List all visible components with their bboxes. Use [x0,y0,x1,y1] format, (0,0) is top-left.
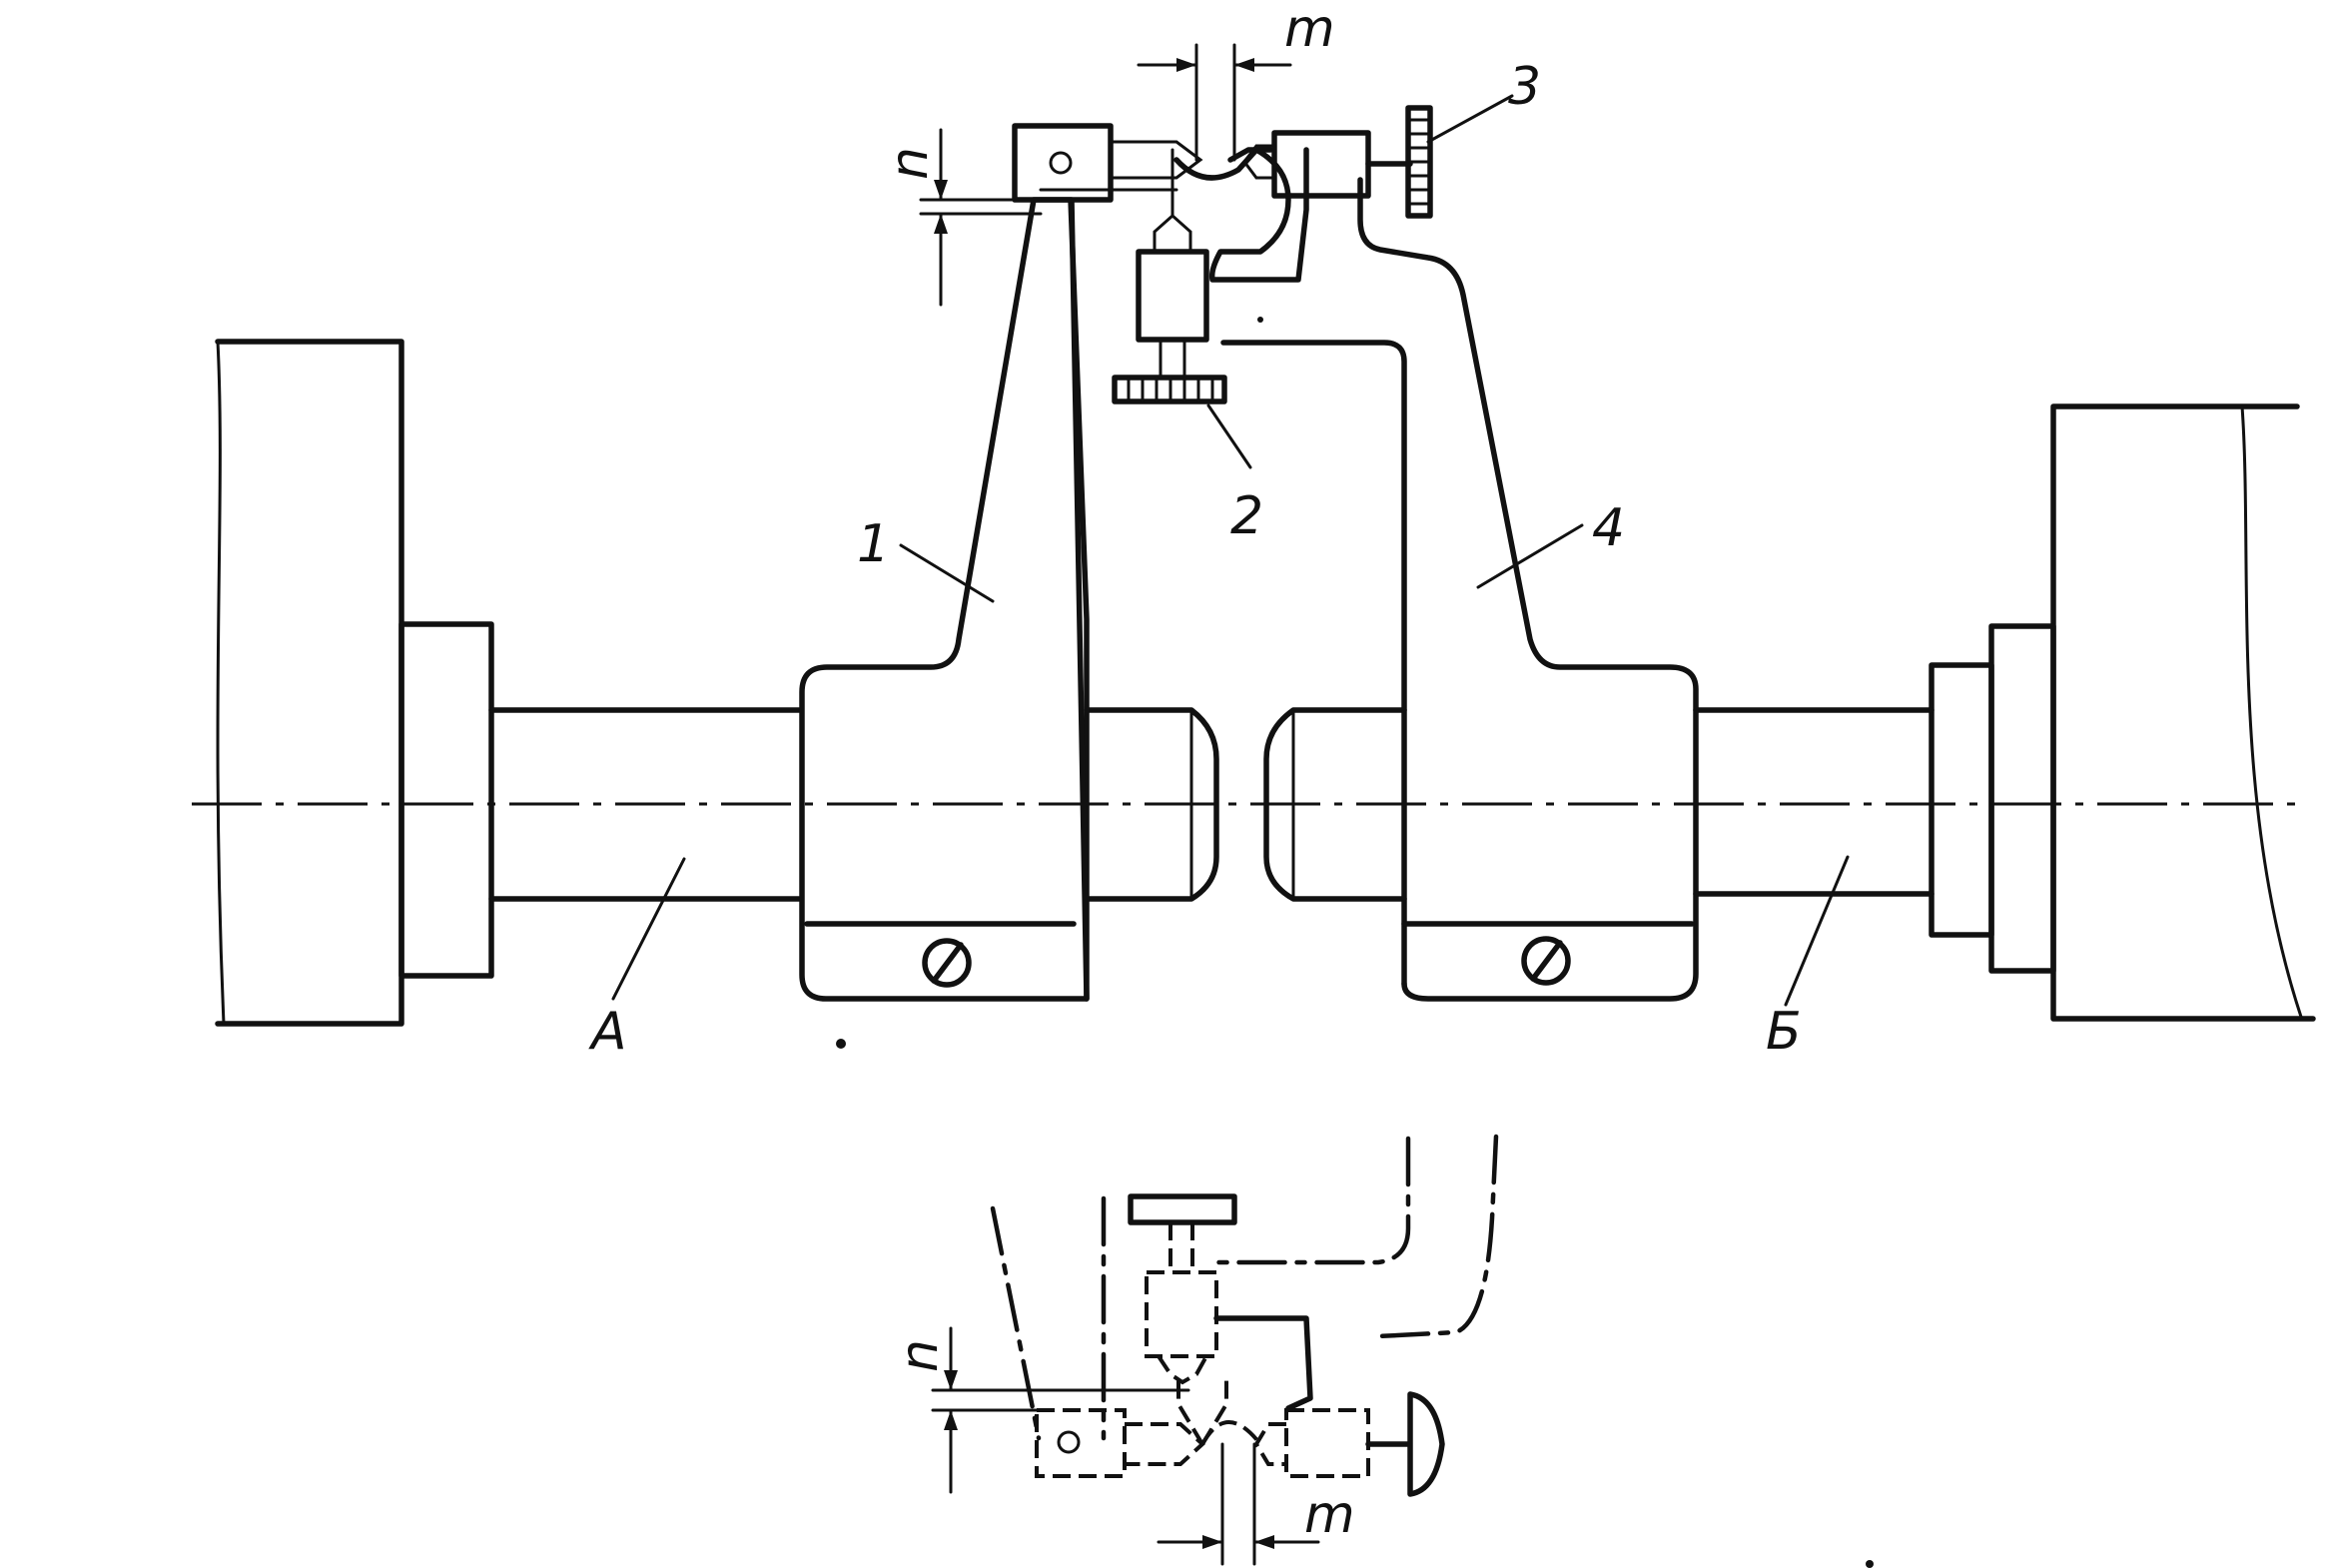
shaft-b [1693,707,1935,897]
leader-2 [1206,403,1252,469]
central-body [1173,147,1309,283]
label-dimension-t-top: m [1284,0,1335,59]
label-dimension-n-bottom: n [890,1339,950,1372]
knurled-screw-3 [1405,105,1433,219]
indicator-block-bottom [1136,148,1209,380]
right-machine-body [2050,403,2316,1022]
leader-a [611,857,686,1001]
left-machine-body [215,339,404,1027]
indicator-block-right [1242,130,1413,199]
leader-b [1784,855,1850,1007]
scan-speck [1866,1560,1874,1568]
right-flange [1929,623,2056,974]
label-dimension-n-top: n [880,147,940,180]
dimension-t-bottom [1157,1442,1320,1566]
shaft-end-left [1084,707,1219,902]
detail-view [990,1134,1499,1497]
leader-1 [899,543,995,603]
dimension-n-bottom [931,1326,1190,1494]
dimension-t-top [1137,43,1292,162]
label-part-4: 4 [1592,498,1625,558]
scan-speck [836,1039,846,1049]
label-shaft-a: A [588,1002,627,1062]
label-part-2: 2 [1230,486,1263,546]
shaft-a [488,707,802,902]
arm-4 [1220,177,1699,1002]
scan-speck [1257,317,1263,323]
leader-4 [1476,523,1584,589]
label-shaft-b: Б [1766,1002,1802,1062]
label-dimension-t-bottom: m [1304,1485,1355,1545]
label-part-3: 3 [1508,57,1541,117]
shaft-end-right [1263,707,1407,902]
arm-1 [799,197,1090,1002]
leader-3 [1426,94,1514,144]
indicator-block-left [1012,123,1203,203]
left-flange [398,621,494,979]
dimension-n-top [919,128,1043,307]
knurled-screw-2 [1112,375,1227,404]
label-part-1: 1 [857,514,890,574]
